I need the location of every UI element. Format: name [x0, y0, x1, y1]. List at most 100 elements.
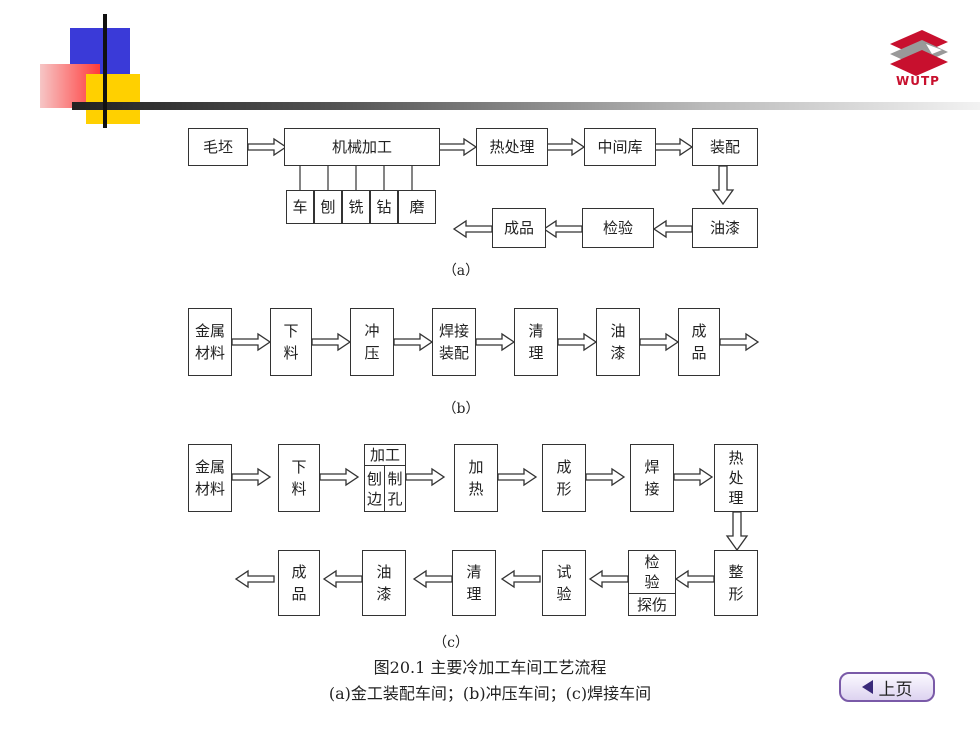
box-label: 油漆 — [709, 219, 740, 237]
box-product: 成品 — [278, 550, 320, 616]
triangle-left-icon — [861, 680, 873, 694]
box-label: 热 — [728, 449, 744, 467]
box-cleaning: 清理 — [514, 308, 558, 376]
box-label: 试 — [556, 563, 572, 581]
box-stamping: 冲压 — [350, 308, 394, 376]
box-painting: 油漆 — [362, 550, 406, 616]
figure-title: 图20.1 主要冷加工车间工艺流程 — [373, 658, 607, 677]
box-product: 成品 — [492, 208, 546, 248]
box-label: 料 — [291, 480, 307, 498]
header-vertical-rule — [103, 14, 107, 128]
logo-text: WUTP — [896, 74, 940, 88]
box-label: 磨 — [409, 198, 425, 216]
prev-page-button[interactable]: 上页 — [839, 672, 935, 702]
figure-subtitle: (a)金工装配车间；(b)冲压车间；(c)焊接车间 — [328, 684, 652, 703]
box-cutting: 下料 — [278, 444, 320, 512]
box-label: 刨 — [366, 469, 382, 488]
box-label: 中间库 — [597, 138, 643, 156]
box-label: 金属 — [194, 458, 225, 476]
box-flaw-detection: 探伤 — [628, 593, 676, 616]
box-label: 制 — [387, 469, 403, 488]
deco-yellow-square — [86, 74, 140, 124]
box-label: 热 — [468, 480, 484, 498]
box-paint: 油漆 — [692, 208, 758, 248]
box-op-milling: 铣 — [342, 190, 370, 224]
box-label: 车 — [292, 198, 308, 216]
box-label: 压 — [364, 344, 380, 362]
box-op-drilling: 钻 — [370, 190, 398, 224]
box-label: 毛坯 — [202, 138, 233, 156]
box-label: 验 — [556, 585, 572, 603]
box-label: 边 — [366, 489, 382, 508]
box-label: 清 — [528, 322, 544, 340]
box-label: 成 — [556, 458, 572, 476]
box-label: 处 — [728, 469, 744, 487]
box-label: 装配 — [709, 138, 740, 156]
box-label: 漆 — [610, 344, 626, 362]
box-processing-header: 加工 — [364, 444, 406, 466]
box-label: 热处理 — [489, 138, 535, 156]
box-label: 理 — [528, 344, 544, 362]
box-label: 成 — [291, 563, 307, 581]
box-label: 品 — [691, 344, 707, 362]
box-cleaning: 清理 — [452, 550, 496, 616]
box-testing: 试验 — [542, 550, 586, 616]
header-rule — [72, 102, 980, 110]
box-heat-treatment: 热处理 — [476, 128, 548, 166]
caption-b: （b） — [442, 401, 480, 417]
box-inspect: 检验 — [582, 208, 654, 248]
box-label: 下 — [283, 322, 299, 340]
box-label: 下 — [291, 458, 307, 476]
box-inspection: 检验 — [628, 550, 676, 594]
box-label: 材料 — [194, 344, 225, 362]
box-label: 清 — [466, 563, 482, 581]
box-label: 钻 — [376, 198, 392, 216]
box-label: 焊 — [644, 458, 660, 476]
box-op-planing: 刨 — [314, 190, 342, 224]
box-heating: 加热 — [454, 444, 498, 512]
box-welding-assembly: 焊接装配 — [432, 308, 476, 376]
box-heat-treatment: 热处理 — [714, 444, 758, 512]
wutp-logo-icon — [890, 30, 948, 76]
box-painting: 油漆 — [596, 308, 640, 376]
box-label: 机械加工 — [331, 138, 392, 156]
box-label: 形 — [556, 480, 572, 498]
box-label: 刨 — [320, 198, 336, 216]
box-label: 冲 — [364, 322, 380, 340]
box-assembly: 装配 — [692, 128, 758, 166]
box-label: 孔 — [387, 489, 403, 508]
box-op-turning: 车 — [286, 190, 314, 224]
box-label: 品 — [291, 585, 307, 603]
box-label: 探伤 — [636, 595, 667, 614]
prev-page-label: 上页 — [878, 679, 913, 700]
box-label: 装配 — [438, 344, 469, 362]
box-label: 理 — [728, 489, 744, 507]
box-label: 加工 — [369, 446, 400, 464]
box-cutting: 下料 — [270, 308, 312, 376]
box-label: 焊接 — [438, 322, 469, 340]
box-shaping: 整形 — [714, 550, 758, 616]
box-product: 成品 — [678, 308, 720, 376]
box-label: 油 — [376, 563, 392, 581]
box-label: 整 — [728, 563, 744, 581]
box-label: 成品 — [503, 219, 534, 237]
box-forming: 成形 — [542, 444, 586, 512]
box-label: 材料 — [194, 480, 225, 498]
box-edge-planing: 刨边 — [364, 465, 385, 512]
box-label: 金属 — [194, 322, 225, 340]
box-op-grinding: 磨 — [398, 190, 436, 224]
box-material: 金属材料 — [188, 308, 232, 376]
caption-a: （a） — [442, 263, 480, 279]
box-label: 验 — [644, 573, 660, 591]
box-label: 油 — [610, 322, 626, 340]
box-label: 加 — [468, 458, 484, 476]
box-label: 漆 — [376, 585, 392, 603]
box-label: 理 — [466, 585, 482, 603]
box-label: 铣 — [348, 198, 364, 216]
box-label: 接 — [644, 480, 660, 498]
box-machining: 机械加工 — [284, 128, 440, 166]
box-blank: 毛坯 — [188, 128, 248, 166]
box-hole-making: 制孔 — [384, 465, 406, 512]
box-material: 金属材料 — [188, 444, 232, 512]
